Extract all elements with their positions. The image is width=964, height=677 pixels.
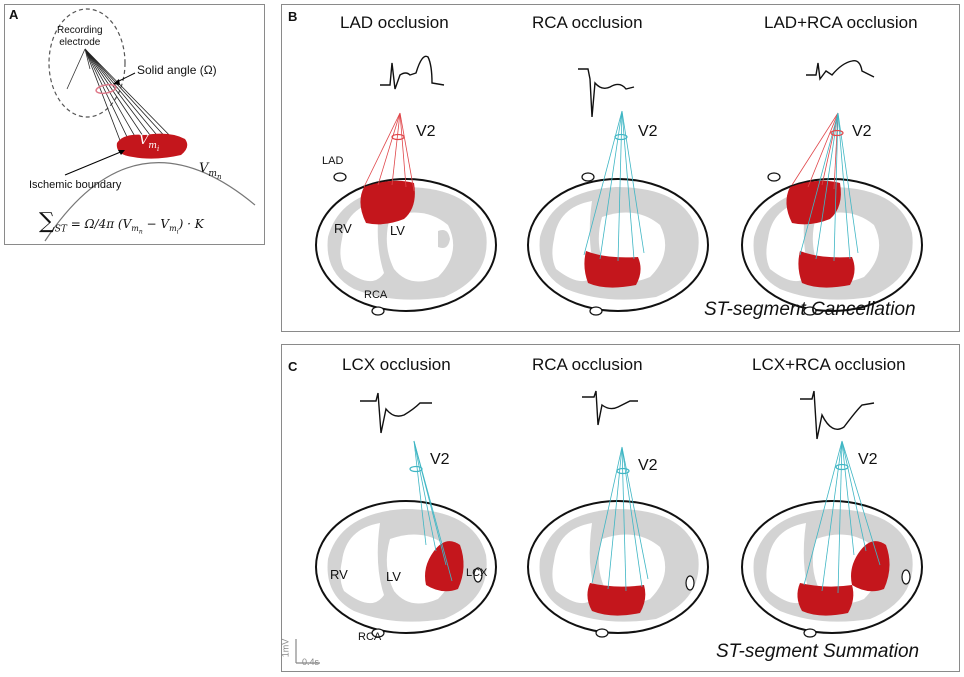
torso-surface-arc — [44, 162, 256, 242]
annotation-cancellation: ST-segment Cancellation — [704, 299, 916, 320]
panel-c-label: C — [288, 359, 298, 374]
lead-v2-c2: V2 — [638, 457, 658, 474]
cone-c3 — [803, 440, 881, 594]
label-lad: LAD — [322, 155, 344, 167]
cone-b2 — [583, 110, 645, 262]
solid-angle-lines — [84, 48, 178, 144]
cone-b3-red — [791, 112, 839, 190]
panel-b-title-3: LAD+RCA occlusion — [764, 13, 918, 32]
ischemia-lcx-c3 — [851, 541, 890, 592]
electrode-ellipse — [48, 8, 126, 118]
panel-a: A Recording electrode Solid angle — [4, 4, 265, 245]
electrode-label: Recording electrode — [57, 25, 103, 48]
equation: ∑ST = Ω/4π (Vmn − Vmi) · K — [39, 209, 204, 236]
ecg-trace-b3 — [806, 60, 875, 81]
lead-v2-b3: V2 — [852, 123, 872, 140]
panel-b-title-1: LAD occlusion — [340, 13, 449, 32]
label-rca-b: RCA — [364, 289, 388, 301]
label-rv-c: RV — [330, 567, 348, 582]
panel-b-diagram — [315, 55, 923, 316]
ecg-trace-c2 — [582, 390, 638, 426]
boundary-label: Ischemic boundary — [29, 179, 122, 191]
heart-b3 — [741, 172, 923, 316]
heart-c1 — [315, 500, 497, 638]
ecg-trace-b2 — [578, 68, 635, 118]
solid-angle-label: Solid angle (Ω) — [137, 63, 217, 77]
heart-b1 — [315, 172, 497, 316]
panel-b-title-2: RCA occlusion — [532, 13, 643, 32]
ischemia-rca-b2 — [584, 251, 641, 288]
lead-v2-c3: V2 — [858, 451, 878, 468]
ischemia-lcx-c1 — [425, 541, 464, 592]
panel-c-title-3: LCX+RCA occlusion — [752, 355, 906, 374]
label-rca-c: RCA — [358, 631, 382, 643]
panel-a-label: A — [9, 7, 19, 22]
scale-label-s: 0.4s — [302, 657, 320, 667]
scale-bar — [295, 639, 320, 664]
cone-b1 — [363, 112, 415, 192]
solid-angle-mark — [95, 83, 117, 95]
label-lv-b: LV — [390, 223, 405, 238]
ischemia-rca-c3 — [797, 583, 854, 616]
lead-v2-c1: V2 — [430, 451, 450, 468]
label-rv-b: RV — [334, 221, 352, 236]
panel-c-title-2: RCA occlusion — [532, 355, 643, 374]
panel-b-label: B — [288, 9, 298, 24]
ischemic-region — [116, 133, 188, 159]
panel-c-title-1: LCX occlusion — [342, 355, 451, 374]
lead-v2-b1: V2 — [416, 123, 436, 140]
annotation-summation: ST-segment Summation — [716, 641, 920, 662]
heart-c2 — [527, 500, 709, 638]
cone-b3-blue — [799, 112, 859, 262]
ecg-trace-c3 — [800, 390, 875, 440]
vmi-label: Vmi — [139, 133, 160, 153]
ischemia-rca-c2 — [587, 583, 646, 616]
ecg-trace-c1 — [360, 392, 432, 434]
lead-v2-b2: V2 — [638, 123, 658, 140]
panel-c-diagram — [295, 390, 923, 664]
ischemia-lad-b1 — [360, 180, 415, 225]
panel-a-diagram — [44, 8, 256, 242]
vmn-label: Vmn — [199, 161, 222, 181]
label-lv-c: LV — [386, 569, 401, 584]
heart-c3 — [741, 500, 923, 638]
scale-label-mv: 1mV — [280, 638, 291, 658]
heart-b2 — [527, 172, 709, 316]
panel-b: B LAD occlusion RCA occlusion LAD+RCA oc… — [281, 4, 960, 332]
label-lcx: LCX — [466, 567, 488, 579]
panel-c: C LCX occlusion RCA occlusion LCX+RCA oc… — [280, 344, 960, 672]
cone-c2 — [591, 446, 649, 592]
ischemia-rca-b3 — [798, 251, 855, 288]
cone-c1 — [409, 440, 453, 582]
ecg-trace-b1 — [380, 55, 445, 90]
